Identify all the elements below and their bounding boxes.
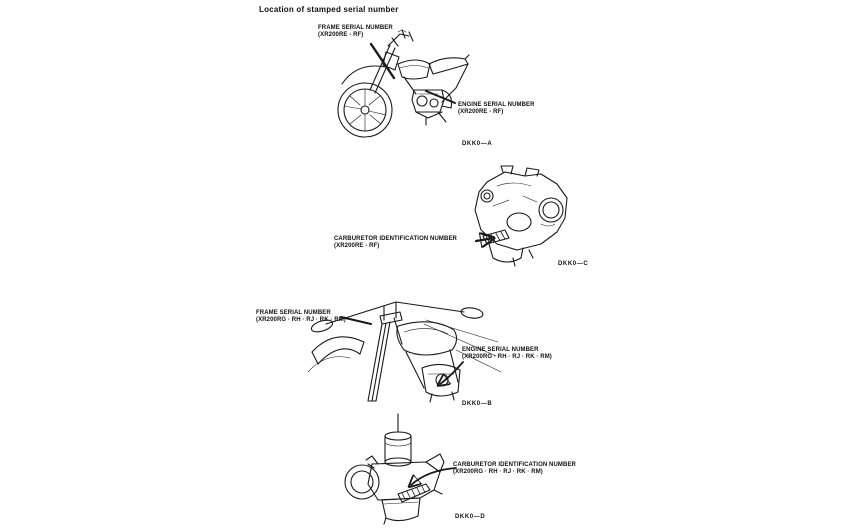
figure-c-carb-id-label: CARBURETOR IDENTIFICATION NUMBER (XR200R… bbox=[334, 236, 457, 250]
carb-id-arrow-d bbox=[411, 467, 457, 485]
carb-id-label-line2: (XR200RE - RF) bbox=[334, 243, 380, 249]
single-carburetor-icon bbox=[344, 413, 445, 525]
frame-serial-label-line1: FRAME SERIAL NUMBER bbox=[318, 25, 393, 31]
engine-serial-label-line1: ENGINE SERIAL NUMBER bbox=[462, 347, 539, 353]
dual-carburetor-drawing bbox=[453, 165, 581, 268]
figure-b-caption: DKK0—B bbox=[462, 401, 493, 407]
dual-carburetor-icon bbox=[474, 165, 568, 267]
frame-serial-leader-b bbox=[340, 316, 372, 325]
frame-serial-leader-a bbox=[369, 42, 396, 80]
engine-serial-label-line2: (XR200RG · RH · RJ · RK · RM) bbox=[462, 354, 552, 360]
figure-b-frame-serial-label: FRAME SERIAL NUMBER (XR200RG · RH · RJ ·… bbox=[256, 310, 346, 324]
figure-c-caption: DKK0—C bbox=[558, 261, 589, 267]
frame-serial-label-line1: FRAME SERIAL NUMBER bbox=[256, 310, 331, 316]
figure-b-engine-serial-label: ENGINE SERIAL NUMBER (XR200RG · RH · RJ … bbox=[462, 347, 552, 361]
figure-a-engine-serial-label: ENGINE SERIAL NUMBER (XR200RE - RF) bbox=[458, 102, 535, 116]
figure-a-caption: DKK0—A bbox=[462, 141, 493, 147]
page-title: Location of stamped serial number bbox=[259, 5, 399, 14]
engine-serial-label-line1: ENGINE SERIAL NUMBER bbox=[458, 102, 535, 108]
frame-serial-label-line2: (XR200RG · RH · RJ · RK · RM) bbox=[256, 317, 346, 323]
frame-serial-label-line2: (XR200RE - RF) bbox=[318, 32, 364, 38]
carb-id-label-line1: CARBURETOR IDENTIFICATION NUMBER bbox=[453, 462, 576, 468]
carb-id-label-line1: CARBURETOR IDENTIFICATION NUMBER bbox=[334, 236, 457, 242]
motorcycle-side-view-drawing bbox=[330, 28, 470, 146]
engine-serial-label-line2: (XR200RE - RF) bbox=[458, 109, 504, 115]
figure-d-caption: DKK0—D bbox=[455, 514, 486, 520]
figure-a-frame-serial-label: FRAME SERIAL NUMBER (XR200RE - RF) bbox=[318, 25, 393, 39]
engine-serial-arrow-b bbox=[440, 361, 464, 384]
motorcycle-side-view-icon bbox=[337, 29, 470, 138]
carb-id-arrow-c bbox=[474, 239, 491, 242]
carb-id-label-line2: (XR200RG · RH · RJ · RK · RM) bbox=[453, 469, 543, 475]
figure-d-carb-id-label: CARBURETOR IDENTIFICATION NUMBER (XR200R… bbox=[453, 462, 576, 476]
single-carburetor-drawing bbox=[342, 412, 454, 525]
engine-serial-leader-a bbox=[425, 90, 456, 104]
